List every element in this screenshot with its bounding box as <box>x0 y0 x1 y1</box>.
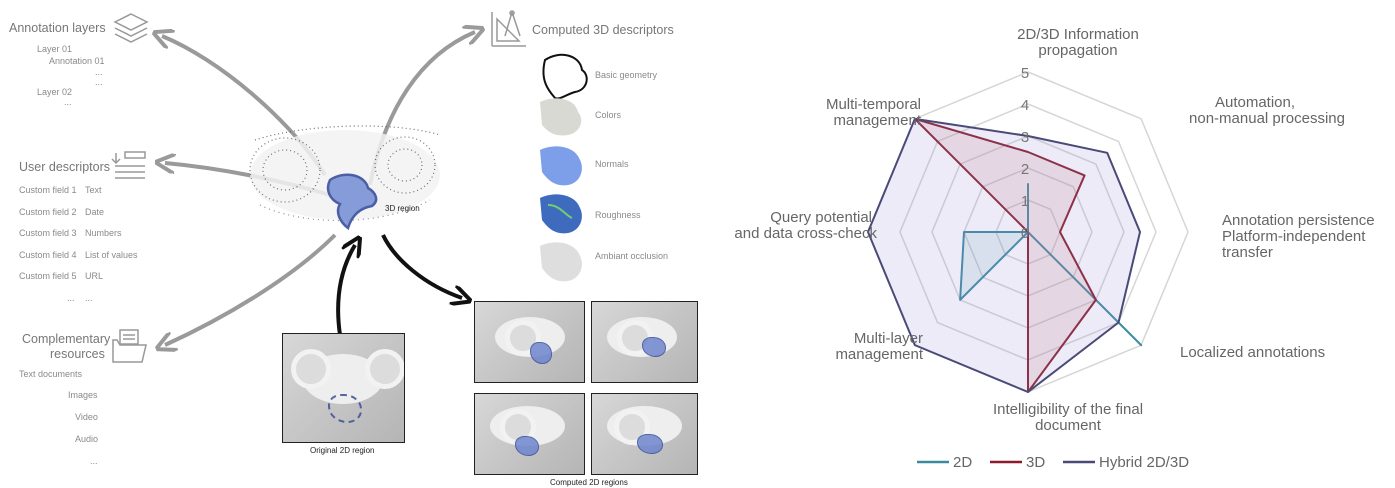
arrow-to-complementary <box>165 233 337 345</box>
layer-item: Layer 01 <box>37 44 73 54</box>
custom-field-type: Text <box>85 185 102 195</box>
3d-region-shape <box>326 173 378 231</box>
computed-2d-photo <box>474 301 585 383</box>
complementary-title-line1: Complementary <box>22 332 111 346</box>
custom-field-type: Date <box>85 207 105 217</box>
annotation-item: Annotation 01 <box>49 56 105 66</box>
3d-region-label: 3D region <box>385 204 420 213</box>
series-line-3d <box>913 117 1097 393</box>
folder-icon <box>112 329 147 363</box>
axis-label: Intelligibility of the final <box>993 401 1143 418</box>
computed-2d-label: Computed 2D regions <box>550 478 628 487</box>
descriptor-item: Ambiant occlusion <box>595 251 669 261</box>
user-descriptors-title: User descriptors <box>19 160 110 174</box>
axis-label: Multi-temporal <box>826 96 921 113</box>
original-2d-photo <box>282 333 405 443</box>
axis-label: Platform-independent <box>1222 228 1366 245</box>
arrow-to-computed <box>381 234 462 298</box>
original-2d-label: Original 2D region <box>310 446 375 455</box>
descriptor-thumbs <box>540 53 588 282</box>
ellipsis: ... <box>95 67 103 77</box>
diagram-connectors <box>111 10 588 363</box>
axis-label: Automation, <box>1215 94 1295 111</box>
ellipsis: ... <box>95 77 103 87</box>
axis-label: Multi-layer <box>854 330 923 347</box>
legend-label: Hybrid 2D/3D <box>1099 454 1189 471</box>
arrow-from-original <box>336 245 355 336</box>
layers-icon <box>113 13 149 43</box>
axis-label: transfer <box>1222 244 1273 261</box>
custom-field-name: Custom field 3 <box>19 228 77 238</box>
custom-field-type: List of values <box>85 250 138 260</box>
custom-field-name: Custom field 4 <box>19 250 77 260</box>
ellipsis: ... <box>67 293 75 303</box>
layer-item: Layer 02 <box>37 87 73 97</box>
axis-label: management <box>835 346 923 363</box>
resource-item: Images <box>68 390 98 400</box>
axis-label: management <box>833 112 921 129</box>
custom-field-type: URL <box>85 271 104 281</box>
axis-label: Query potential <box>770 209 872 226</box>
computed-2d-photo <box>591 393 698 475</box>
complementary-title-line2: resources <box>50 347 105 361</box>
legend-label: 3D <box>1026 454 1045 471</box>
axis-label: document <box>1035 417 1102 434</box>
axis-label: Localized annotations <box>1180 344 1325 361</box>
tick-label: 0 <box>1021 225 1029 242</box>
tick-label: 1 <box>1021 193 1029 210</box>
computed-2d-photo <box>591 301 698 383</box>
resource-item: Video <box>75 412 98 422</box>
axis-label: and data cross-check <box>734 225 877 242</box>
descriptor-item: Colors <box>595 110 622 120</box>
custom-field-name: Custom field 1 <box>19 185 77 195</box>
custom-field-name: Custom field 2 <box>19 207 77 217</box>
ellipsis: ... <box>85 293 93 303</box>
legend-label: 2D <box>953 454 972 471</box>
tick-label: 4 <box>1021 97 1029 114</box>
descriptor-item: Basic geometry <box>595 70 658 80</box>
tick-label: 5 <box>1021 65 1029 82</box>
ellipsis: ... <box>90 456 98 466</box>
descriptors-title: Computed 3D descriptors <box>532 23 674 37</box>
resource-item: Text documents <box>19 369 83 379</box>
computed-2d-photo <box>474 393 585 475</box>
axis-label: 2D/3D Information <box>1017 26 1139 43</box>
series-line-2d <box>959 183 1143 347</box>
resource-item: Audio <box>75 434 99 444</box>
series-line-hybrid-2d-3d <box>867 117 1141 393</box>
custom-field-name: Custom field 5 <box>19 271 77 281</box>
geometry-tools-icon <box>491 10 526 47</box>
tick-label: 3 <box>1021 129 1029 146</box>
descriptor-item: Roughness <box>595 210 641 220</box>
axis-label: non-manual processing <box>1189 110 1345 127</box>
axis-label: propagation <box>1038 42 1117 59</box>
list-icon <box>111 151 146 179</box>
axis-label: Annotation persistence <box>1222 212 1375 229</box>
ellipsis: ... <box>64 97 72 107</box>
annotation-layers-title: Annotation layers <box>9 21 106 35</box>
custom-field-type: Numbers <box>85 228 122 238</box>
descriptor-item: Normals <box>595 159 629 169</box>
tick-label: 2 <box>1021 161 1029 178</box>
